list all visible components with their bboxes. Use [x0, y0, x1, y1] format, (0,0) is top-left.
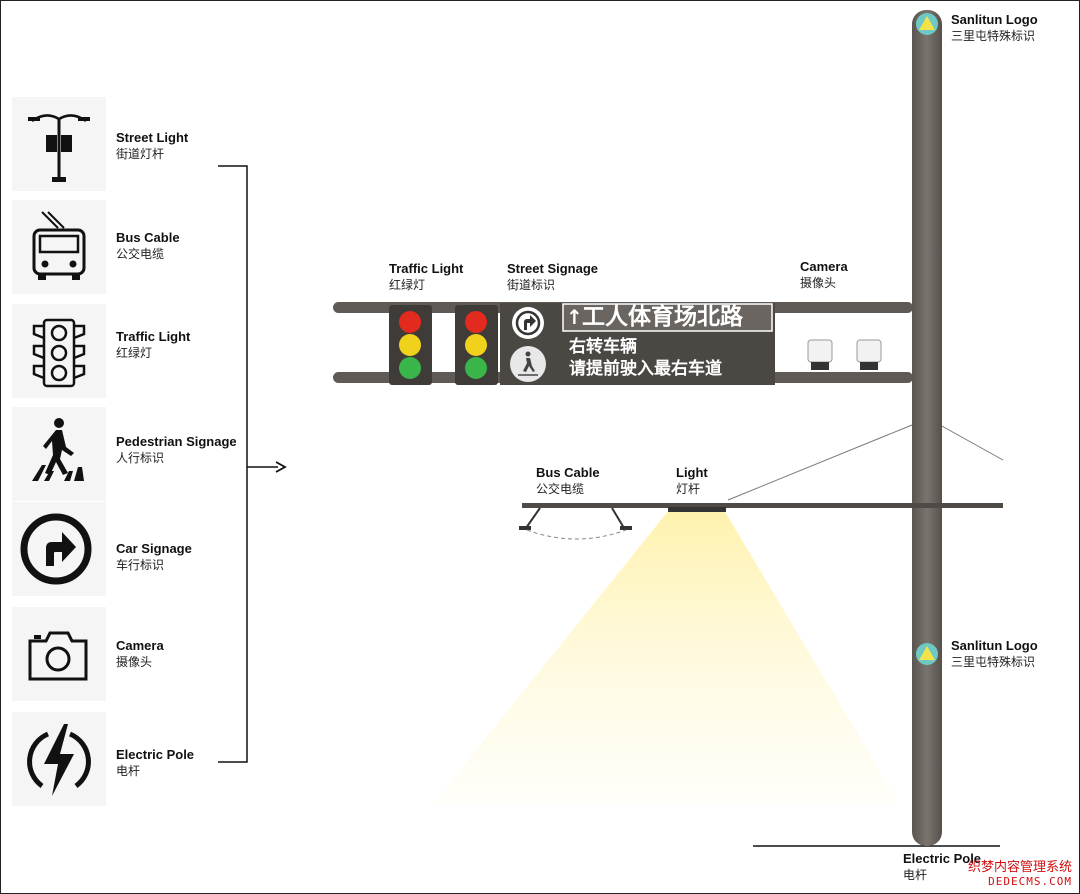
label-en: Bus Cable	[536, 465, 600, 480]
label-en: Street Signage	[507, 261, 599, 276]
legend-zh: 摄像头	[116, 655, 153, 669]
legend-label-bus-cable: Bus Cable 公交电缆	[116, 230, 180, 262]
label-zh: 街道标识	[507, 278, 556, 292]
turn-right-icon	[20, 513, 92, 585]
legend-tile-car-signage	[12, 502, 106, 596]
legend-en: Traffic Light	[116, 329, 191, 344]
label-electric-pole: Electric Pole 电杆	[903, 851, 981, 883]
legend-label-electric-pole: Electric Pole 电杆	[116, 747, 194, 779]
sanlitun-logo-mid	[916, 643, 938, 665]
legend-tile-bus-cable	[12, 200, 106, 294]
label-zh: 红绿灯	[389, 278, 426, 292]
street-name: 工人体育场北路	[582, 304, 743, 330]
street-light-fixture	[668, 507, 726, 512]
legend-en: Street Light	[116, 130, 189, 145]
label-street-signage: Street Signage 街道标识	[507, 261, 598, 293]
legend-en: Car Signage	[116, 541, 192, 556]
legend-bracket	[218, 165, 248, 763]
label-en: Traffic Light	[389, 261, 464, 276]
legend-label-street-light: Street Light 街道灯杆	[116, 130, 188, 162]
legend-label-pedestrian: Pedestrian Signage 人行标识	[116, 434, 237, 466]
legend-tile-traffic-light	[12, 304, 106, 398]
electric-pole	[912, 10, 942, 846]
label-zh: 公交电缆	[536, 482, 585, 496]
legend-zh: 电杆	[116, 764, 141, 778]
label-en: Sanlitun Logo	[951, 12, 1038, 27]
label-en: Sanlitun Logo	[951, 638, 1038, 653]
traffic-light-icon	[32, 318, 86, 388]
traffic-light-1	[389, 305, 432, 385]
legend-label-camera: Camera 摄像头	[116, 638, 164, 670]
label-traffic-light: Traffic Light 红绿灯	[389, 261, 463, 293]
label-zh: 三里屯特殊标识	[951, 655, 1036, 669]
light-beam	[432, 510, 900, 805]
label-zh: 电杆	[903, 868, 928, 882]
pedestrian-sign-icon	[510, 346, 546, 382]
label-en: Light	[676, 465, 708, 480]
legend-zh: 人行标识	[116, 451, 165, 465]
legend-tile-camera	[12, 607, 106, 701]
legend-label-traffic-light: Traffic Light 红绿灯	[116, 329, 190, 361]
legend-tile-street-light	[12, 97, 106, 191]
street-name-plate	[562, 303, 773, 332]
label-en: Electric Pole	[903, 851, 982, 866]
legend-zh: 红绿灯	[116, 346, 153, 360]
sign-line-2: 请提前驶入最右车道	[569, 359, 722, 379]
bus-cable-hanger-left	[519, 507, 541, 530]
label-camera: Camera 摄像头	[800, 259, 848, 291]
legend-zh: 公交电缆	[116, 247, 165, 261]
label-sanlitun-logo-mid: Sanlitun Logo 三里屯特殊标识	[951, 638, 1038, 670]
bus-icon	[32, 211, 86, 280]
legend-en: Electric Pole	[116, 747, 195, 762]
legend-zh: 街道灯杆	[116, 147, 165, 161]
guy-wire	[939, 424, 1004, 461]
bus-cable-wire	[526, 529, 627, 540]
legend-en: Bus Cable	[116, 230, 180, 245]
watermark-line-1: 织梦内容管理系统	[967, 860, 1072, 875]
turn-right-sign-icon	[512, 307, 544, 339]
legend-en: Pedestrian Signage	[116, 434, 237, 449]
camera-icon	[28, 631, 88, 681]
lightning-icon	[27, 724, 91, 796]
legend-tile-pedestrian	[12, 407, 106, 501]
bus-cable-hanger-right	[611, 507, 632, 530]
legend-zh: 车行标识	[116, 558, 165, 572]
watermark: 织梦内容管理系统 DEDECMS.COM	[968, 856, 1072, 888]
pedestrian-icon	[32, 418, 84, 481]
label-bus-cable: Bus Cable 公交电缆	[536, 465, 600, 497]
label-zh: 三里屯特殊标识	[951, 29, 1036, 43]
legend-label-car-signage: Car Signage 车行标识	[116, 541, 192, 573]
label-sanlitun-logo-top: Sanlitun Logo 三里屯特殊标识	[951, 12, 1038, 44]
camera-1	[807, 339, 833, 370]
legend-en: Camera	[116, 638, 164, 653]
street-light-icon	[28, 114, 90, 182]
guy-wire	[727, 424, 913, 501]
label-en: Camera	[800, 259, 848, 274]
watermark-line-2: DEDECMS.COM	[988, 875, 1072, 888]
label-light: Light 灯杆	[676, 465, 708, 497]
legend-tile-electric-pole	[12, 712, 106, 806]
label-zh: 摄像头	[800, 276, 837, 290]
bus-cable-arm	[522, 503, 1003, 508]
sign-line-1: 右转车辆	[569, 337, 637, 357]
sanlitun-logo-top	[916, 13, 938, 35]
label-zh: 灯杆	[676, 482, 701, 496]
traffic-light-2	[455, 305, 498, 385]
camera-2	[856, 339, 882, 370]
